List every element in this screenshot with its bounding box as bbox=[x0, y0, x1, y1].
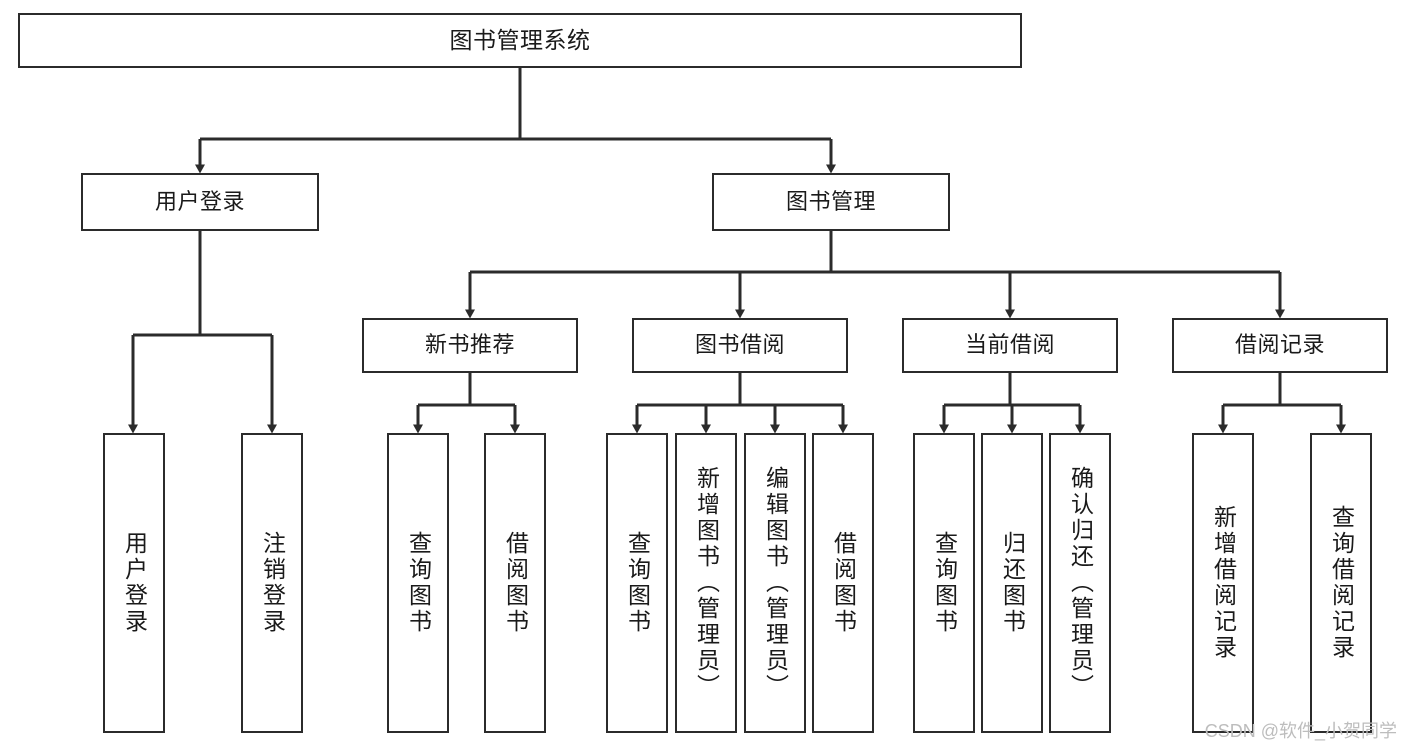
node-leaf-query-record[interactable]: 查询借阅记录 bbox=[1310, 433, 1372, 733]
node-book-borrow[interactable]: 图书借阅 bbox=[632, 318, 848, 373]
node-leaf-add-record[interactable]: 新增借阅记录 bbox=[1192, 433, 1254, 733]
node-user-login[interactable]: 用户登录 bbox=[81, 173, 319, 231]
node-root[interactable]: 图书管理系统 bbox=[18, 13, 1022, 68]
node-leaf-user-login-label: 用户登录 bbox=[121, 531, 148, 635]
node-leaf-return-book-label: 归还图书 bbox=[999, 531, 1026, 635]
node-leaf-add-record-label: 新增借阅记录 bbox=[1210, 505, 1237, 661]
node-leaf-borrow-book-1[interactable]: 借阅图书 bbox=[484, 433, 546, 733]
node-leaf-query-record-label: 查询借阅记录 bbox=[1328, 505, 1355, 661]
node-leaf-query-book-1-label: 查询图书 bbox=[405, 531, 432, 635]
node-borrow-record[interactable]: 借阅记录 bbox=[1172, 318, 1388, 373]
node-current-borrow[interactable]: 当前借阅 bbox=[902, 318, 1118, 373]
node-leaf-query-book-3-label: 查询图书 bbox=[931, 531, 958, 635]
node-current-borrow-label: 当前借阅 bbox=[964, 332, 1055, 358]
node-leaf-logout[interactable]: 注销登录 bbox=[241, 433, 303, 733]
csdn-watermark: CSDN @软件_小贺同学 bbox=[1204, 721, 1397, 741]
node-new-book-recommend-label: 新书推荐 bbox=[424, 332, 515, 358]
node-leaf-query-book-3[interactable]: 查询图书 bbox=[913, 433, 975, 733]
node-leaf-add-book[interactable]: 新增图书（管理员） bbox=[675, 433, 737, 733]
node-leaf-borrow-book-1-label: 借阅图书 bbox=[502, 531, 529, 635]
node-leaf-borrow-book-2[interactable]: 借阅图书 bbox=[812, 433, 874, 733]
node-leaf-edit-book[interactable]: 编辑图书（管理员） bbox=[744, 433, 806, 733]
node-leaf-edit-book-label: 编辑图书（管理员） bbox=[762, 466, 789, 700]
node-leaf-user-login[interactable]: 用户登录 bbox=[103, 433, 165, 733]
node-leaf-add-book-label: 新增图书（管理员） bbox=[693, 466, 720, 700]
node-leaf-query-book-2-label: 查询图书 bbox=[624, 531, 651, 635]
node-leaf-query-book-2[interactable]: 查询图书 bbox=[606, 433, 668, 733]
node-leaf-return-book[interactable]: 归还图书 bbox=[981, 433, 1043, 733]
node-user-login-label: 用户登录 bbox=[154, 188, 245, 214]
node-book-borrow-label: 图书借阅 bbox=[694, 332, 785, 358]
node-leaf-confirm-return-label: 确认归还（管理员） bbox=[1067, 466, 1094, 700]
node-book-manage[interactable]: 图书管理 bbox=[712, 173, 950, 231]
node-leaf-query-book-1[interactable]: 查询图书 bbox=[387, 433, 449, 733]
node-new-book-recommend[interactable]: 新书推荐 bbox=[362, 318, 578, 373]
node-leaf-logout-label: 注销登录 bbox=[259, 531, 286, 635]
node-book-manage-label: 图书管理 bbox=[785, 188, 876, 214]
node-borrow-record-label: 借阅记录 bbox=[1234, 332, 1325, 358]
node-leaf-borrow-book-2-label: 借阅图书 bbox=[830, 531, 857, 635]
node-leaf-confirm-return[interactable]: 确认归还（管理员） bbox=[1049, 433, 1111, 733]
node-root-label: 图书管理系统 bbox=[449, 26, 591, 53]
